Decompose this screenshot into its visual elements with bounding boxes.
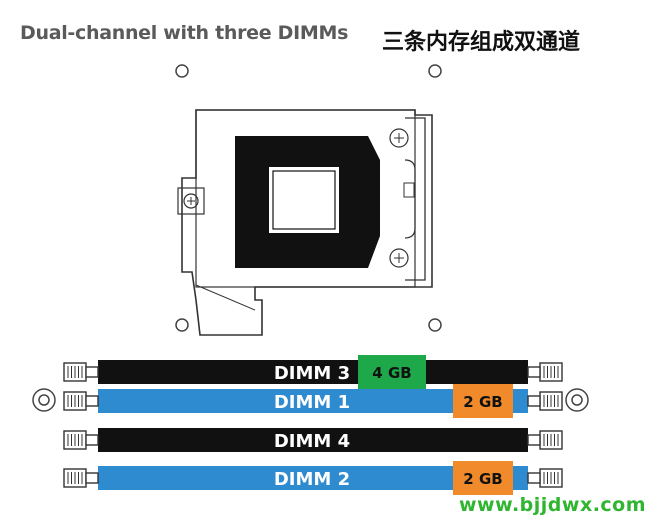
memory-module-size: 2 GB xyxy=(463,393,502,411)
screw-icon xyxy=(389,248,409,268)
memory-module-size: 2 GB xyxy=(463,470,502,488)
memory-module xyxy=(453,461,513,495)
socket-lever xyxy=(405,117,426,281)
memory-module xyxy=(453,384,513,418)
dimm-latch-right xyxy=(527,430,563,450)
standoff-right xyxy=(565,388,589,412)
dimm-slot-dimm4: DIMM 4 xyxy=(63,428,563,452)
diagram-title-chinese: 三条内存组成双通道 xyxy=(382,30,581,55)
dimm-latch-left xyxy=(63,430,99,450)
mounting-hole-bottom-right xyxy=(428,318,442,332)
dimm-slot-body xyxy=(98,428,528,452)
watermark: www.bjjdwx.com xyxy=(459,494,647,516)
dimm-label: DIMM 4 xyxy=(274,431,350,452)
memory-module xyxy=(358,355,426,389)
dimm-label: DIMM 1 xyxy=(274,392,350,413)
dimm-slot-dimm3: DIMM 3 4 GB xyxy=(63,355,563,389)
dimm-latch-left xyxy=(63,391,99,411)
dimm-label: DIMM 3 xyxy=(274,363,350,384)
standoff-left xyxy=(32,388,56,412)
dimm-latch-right xyxy=(527,362,563,382)
diagram-title: Dual-channel with three DIMMs xyxy=(20,22,349,44)
dimm-slot-dimm1: DIMM 1 2 GB xyxy=(63,384,563,418)
dimm-latch-right xyxy=(527,468,563,488)
mounting-hole-bottom-left xyxy=(175,318,189,332)
mounting-hole-top-right xyxy=(428,64,442,78)
dimm-latch-left xyxy=(63,362,99,382)
mounting-hole-top-left xyxy=(175,64,189,78)
dimm-slots: DIMM 3 4 GB DIMM 1 2 GB DIMM 4 DIMM 2 2 GB xyxy=(63,355,563,495)
dimm-label: DIMM 2 xyxy=(274,469,350,490)
memory-module-size: 4 GB xyxy=(372,364,411,382)
dimm-slot-body xyxy=(98,360,528,384)
dimm-latch-right xyxy=(527,391,563,411)
dimm-latch-left xyxy=(63,468,99,488)
cpu-socket xyxy=(177,109,433,336)
screw-icon xyxy=(389,128,409,148)
screw-icon xyxy=(183,193,199,209)
dimm-slot-dimm2: DIMM 2 2 GB xyxy=(63,461,563,495)
